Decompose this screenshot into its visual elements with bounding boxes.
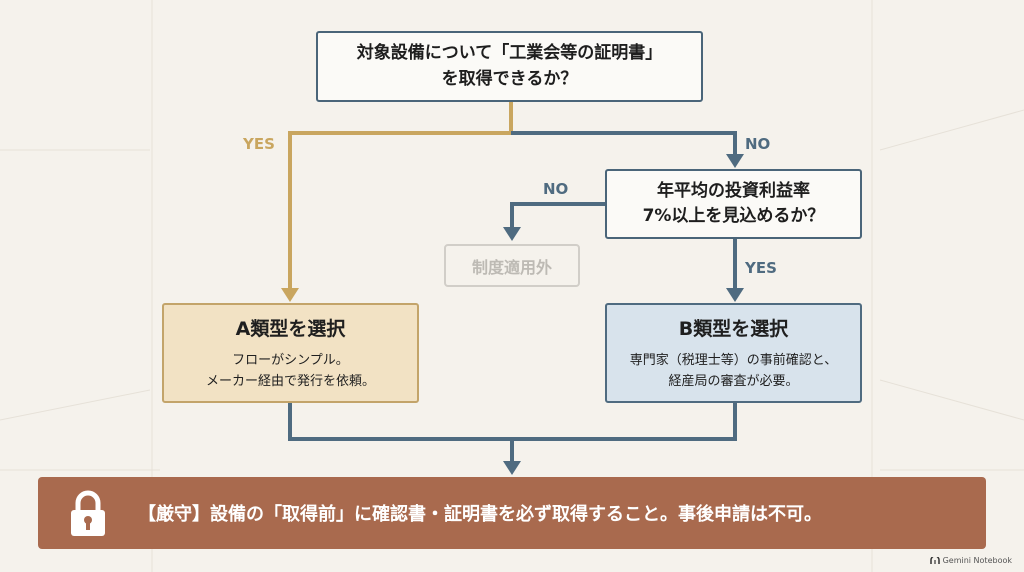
- question-roi-line1: 年平均の投資利益率: [657, 180, 810, 201]
- connector-no-to-q2: [511, 131, 737, 156]
- connector-a-to-merge: [288, 403, 737, 441]
- strict-rule-banner: 【厳守】設備の「取得前」に確認書・証明書を必ず取得すること。事後申請は不可。: [38, 477, 986, 549]
- type-a-desc-line1: フローがシンプル。: [232, 352, 349, 368]
- excluded-box: 制度適用外: [444, 244, 580, 287]
- question-certificate-line2: を取得できるか？: [441, 68, 578, 89]
- type-b-desc-line1: 専門家（税理士等）の事前確認と、: [629, 352, 838, 368]
- type-b-desc-line2: 経産局の審査が必要。: [668, 373, 799, 389]
- arrowhead-excluded: [503, 227, 521, 241]
- strict-rule-text: 【厳守】設備の「取得前」に確認書・証明書を必ず取得すること。事後申請は不可。: [138, 504, 822, 525]
- yes-label-left: YES: [243, 135, 275, 153]
- question-roi-box: 年平均の投資利益率 7%以上を見込めるか？: [605, 169, 862, 239]
- gemini-notebook-brand: Gemini Notebook: [929, 556, 1012, 565]
- type-a-title: A類型を選択: [235, 317, 346, 340]
- no-label-right: NO: [745, 135, 771, 153]
- notebook-logo-icon: [929, 556, 940, 564]
- connector-no-to-excluded: [510, 202, 605, 229]
- question-roi-line2: 7%以上を見込めるか？: [642, 206, 825, 226]
- arrowhead-q2: [726, 154, 744, 168]
- yes-label-down: YES: [745, 259, 777, 277]
- lock-icon: [71, 490, 105, 536]
- type-b-box: B類型を選択 専門家（税理士等）の事前確認と、 経産局の審査が必要。: [605, 303, 862, 403]
- arrowhead-banner: [503, 461, 521, 475]
- type-a-desc-line2: メーカー経由で発行を依頼。: [205, 373, 375, 389]
- connector-yes-to-a: [288, 102, 513, 290]
- arrowhead-a: [281, 288, 299, 302]
- question-certificate-line1: 対象設備について「工業会等の証明書」: [356, 43, 663, 63]
- type-b-description: 専門家（税理士等）の事前確認と、 経産局の審査が必要。: [630, 351, 837, 393]
- type-a-description: フローがシンプル。 メーカー経由で発行を依頼。: [206, 351, 375, 393]
- arrowhead-b: [726, 288, 744, 302]
- question-certificate-box: 対象設備について「工業会等の証明書」 を取得できるか？: [316, 31, 703, 102]
- type-b-title: B類型を選択: [678, 317, 789, 340]
- brand-label: Gemini Notebook: [942, 556, 1012, 565]
- type-a-box: A類型を選択 フローがシンプル。 メーカー経由で発行を依頼。: [162, 303, 419, 403]
- no-label-left: NO: [543, 180, 569, 198]
